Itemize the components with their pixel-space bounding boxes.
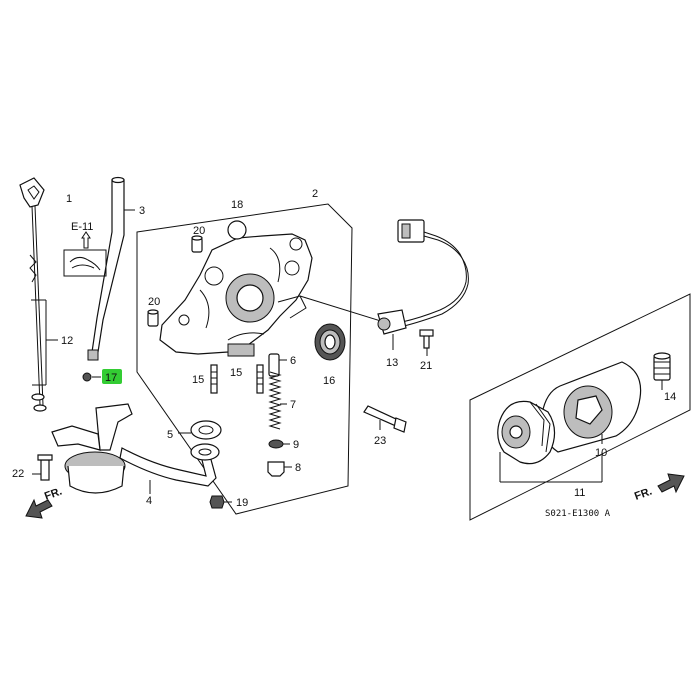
washer-9 xyxy=(268,439,290,449)
callout-18: 18 xyxy=(231,199,243,211)
callout-11: 11 xyxy=(574,487,585,499)
reference-e11-label: E-11 xyxy=(71,221,93,233)
reference-e11-box xyxy=(63,231,107,277)
dipstick xyxy=(19,177,58,412)
dowel-pin-20-upper xyxy=(191,235,203,253)
bolt-23 xyxy=(363,405,407,433)
oil-filter-base xyxy=(497,400,603,483)
callout-4: 4 xyxy=(146,495,152,507)
front-direction-arrow-left xyxy=(25,498,53,519)
dowel-pin-20-lower xyxy=(147,309,159,327)
callout-19: 19 xyxy=(236,497,248,509)
callout-20-upper: 20 xyxy=(193,225,205,237)
callout-9: 9 xyxy=(293,439,299,451)
front-label-left: FR. xyxy=(43,485,64,502)
relief-spring-7 xyxy=(268,371,287,430)
callout-22: 22 xyxy=(12,468,24,480)
oil-seal xyxy=(314,323,346,361)
callout-13: 13 xyxy=(386,357,398,369)
callout-6: 6 xyxy=(290,355,296,367)
callout-7: 7 xyxy=(290,399,296,411)
relief-valve-6 xyxy=(268,353,287,377)
callout-12: 12 xyxy=(61,335,73,347)
diagram-code: S021-E1300 A xyxy=(545,509,611,519)
oil-pump-body xyxy=(159,233,385,357)
sealing-bolt-8 xyxy=(267,461,292,477)
callout-20-lower: 20 xyxy=(148,296,160,308)
front-direction-arrow-right xyxy=(657,473,685,494)
flange-nut-19 xyxy=(209,495,232,509)
callout-17: 17 xyxy=(105,372,117,384)
callout-14: 14 xyxy=(664,391,676,403)
callout-21: 21 xyxy=(420,360,432,372)
stud-bolt-15-left xyxy=(210,364,218,394)
oil-filter-cartridge xyxy=(541,361,642,453)
callout-8: 8 xyxy=(295,462,301,474)
flange-bolt-22 xyxy=(32,454,53,481)
callout-15-left: 15 xyxy=(192,374,204,386)
dipstick-tube xyxy=(87,176,135,361)
callout-16: 16 xyxy=(323,375,335,387)
callout-23: 23 xyxy=(374,435,386,447)
bolt-21 xyxy=(419,329,434,356)
callout-3: 3 xyxy=(139,205,145,217)
callout-15-right: 15 xyxy=(230,367,242,379)
callout-10: 10 xyxy=(595,447,607,459)
part-17-highlight xyxy=(102,369,122,384)
o-ring-17 xyxy=(82,372,101,382)
strainer-gasket xyxy=(178,420,222,461)
oil-strainer xyxy=(51,403,217,494)
callout-5: 5 xyxy=(167,429,173,441)
callout-1: 1 xyxy=(66,193,72,205)
filter-joint-14 xyxy=(653,352,671,390)
stud-bolt-15-right xyxy=(256,364,264,394)
front-label-right: FR. xyxy=(633,485,654,502)
callout-2: 2 xyxy=(312,188,318,200)
oil-pump-group-box xyxy=(136,203,353,515)
o-ring-18 xyxy=(227,220,247,240)
oil-filter-group-box xyxy=(469,293,691,521)
oil-pressure-sensor xyxy=(377,219,469,350)
